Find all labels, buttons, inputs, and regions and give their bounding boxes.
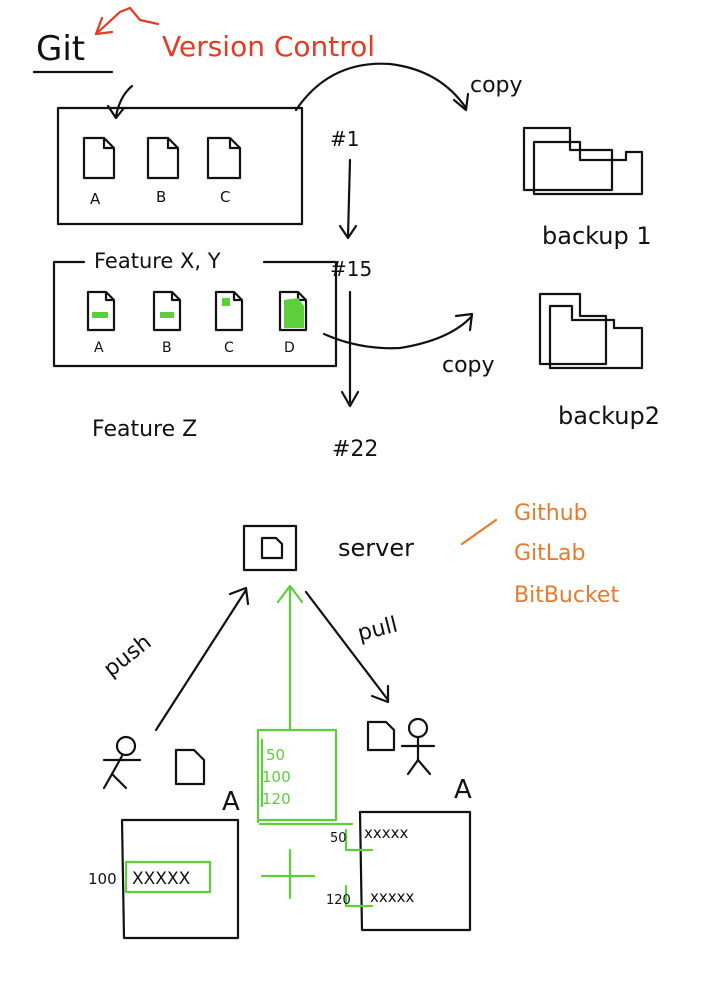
repo-file-a: A (82, 136, 116, 208)
user-left-file-label: A (222, 787, 240, 817)
copy-arrow-2 (322, 314, 474, 350)
right-editor-line-120-content: xxxxx (370, 888, 415, 906)
file-icon (86, 290, 116, 332)
change-mark (92, 312, 108, 318)
provider-github: Github (514, 501, 588, 526)
repo-file-label-b: B (156, 188, 166, 206)
copy-arrow-1-head (452, 92, 470, 112)
provider-bitbucket: BitBucket (514, 583, 619, 608)
user-right-file-label: A (454, 775, 472, 805)
copy-arrow-2-head (454, 312, 474, 332)
file-icon (214, 290, 244, 332)
pull-arrow (304, 590, 390, 702)
feature-file-a: A (86, 290, 116, 356)
feature-file-b: B (152, 290, 182, 356)
upload-arrow-head (276, 584, 304, 604)
push-arrow (154, 588, 248, 732)
feature-file-c: C (214, 290, 244, 356)
left-editor-content: XXXXX (132, 869, 191, 889)
repo-box (56, 106, 304, 226)
push-arrow-head (228, 586, 250, 606)
left-editor-line-number: 100 (88, 870, 117, 888)
right-editor-line-50-content: xxxxx (364, 824, 409, 842)
change-mark (284, 298, 304, 328)
backup-2-label: backup2 (558, 402, 660, 430)
repo-file-label-c: C (220, 188, 230, 206)
title-git: Git (36, 29, 85, 69)
file-icon (146, 136, 180, 180)
feature-box-label: Feature X, Y (94, 249, 221, 273)
left-editor-highlight (124, 860, 212, 894)
right-editor-line-120-number: 120 (326, 893, 351, 908)
feature-box (52, 260, 338, 368)
feature-file-label-c: C (224, 340, 234, 356)
push-label: push (99, 630, 156, 683)
commit-1: #1 (330, 127, 359, 151)
left-editor-box (120, 818, 240, 940)
server-box (242, 524, 298, 572)
pull-label: pull (355, 613, 400, 647)
title-version-control: Version Control (162, 30, 375, 63)
copy-arrow-1 (294, 62, 468, 112)
right-editor-line-50-number: 50 (330, 831, 347, 846)
change-list-50: 50 (266, 746, 285, 764)
repo-file-c: C (206, 136, 242, 206)
server-file-icon (260, 536, 284, 560)
repo-file-b: B (146, 136, 180, 206)
change-list-120: 120 (262, 790, 291, 808)
feature-file-label-a: A (94, 340, 104, 356)
server-label: server (338, 534, 414, 562)
feature-z-label: Feature Z (92, 417, 197, 442)
file-icon (152, 290, 182, 332)
user-right-stick-figure (400, 717, 436, 776)
feature-file-label-b: B (162, 340, 172, 356)
provider-gitlab: GitLab (514, 541, 586, 566)
change-mark (222, 298, 230, 306)
right-editor-highlight-120 (344, 884, 374, 908)
timeline-line-1 (346, 158, 352, 238)
copy-label-2: copy (442, 353, 495, 378)
timeline-arrow-2-head (340, 390, 360, 408)
file-icon (206, 136, 242, 180)
right-editor-highlight-50 (344, 828, 374, 852)
repo-file-label-a: A (90, 190, 101, 208)
folder-icon (522, 126, 614, 192)
title-arrow-head (94, 16, 114, 36)
feature-file-d: D (278, 290, 308, 356)
server-provider-dash (460, 518, 498, 546)
feature-file-label-d: D (284, 340, 295, 356)
commit-22: #22 (332, 437, 378, 462)
right-editor-box (358, 810, 472, 932)
file-icon (82, 136, 116, 180)
change-list-box (256, 728, 338, 824)
user-left-file-icon (174, 748, 206, 786)
user-right-file-icon (366, 720, 396, 752)
copy-label-1: copy (470, 73, 523, 98)
title-arrow (94, 6, 160, 36)
backup-1-folder (522, 126, 644, 196)
folder-icon (538, 292, 608, 366)
title-to-repo-arrow-head (106, 104, 126, 120)
change-mark (160, 312, 174, 318)
backup-2-folder (538, 292, 644, 370)
user-left-stick-figure (102, 735, 142, 790)
title-to-repo-arrow (114, 84, 134, 118)
timeline-arrow-1-head (338, 224, 358, 240)
pull-arrow-head (370, 684, 390, 704)
backup-1-label: backup 1 (542, 222, 652, 250)
change-list-100: 100 (262, 768, 291, 786)
